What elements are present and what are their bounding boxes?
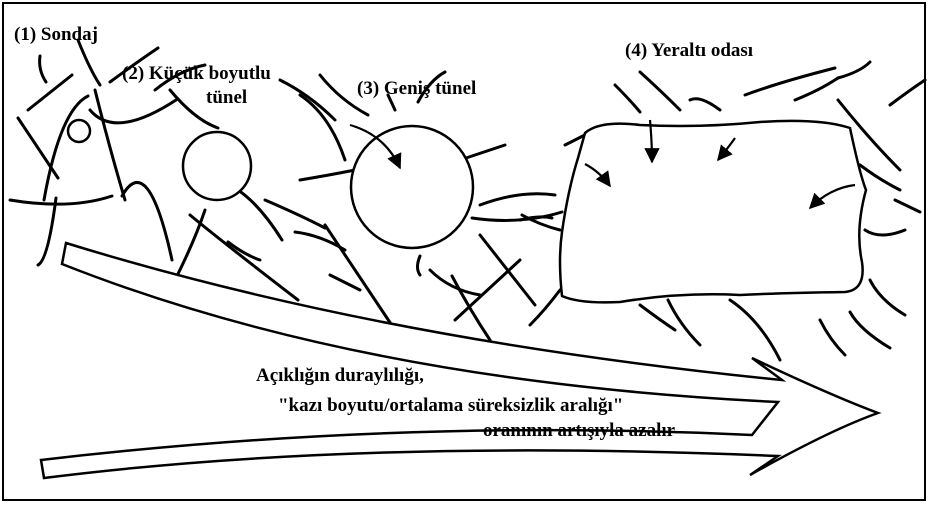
borehole-circle	[68, 120, 90, 142]
small-tunnel-circle	[183, 132, 251, 200]
label-wide-tunnel: (3) Geniş tünel	[357, 78, 476, 99]
label-borehole: (1) Sondaj	[14, 24, 98, 45]
underground-chamber	[560, 121, 866, 303]
label-small-tunnel-2: tünel	[206, 87, 247, 108]
label-chamber: (4) Yeraltı odası	[625, 40, 753, 61]
wide-tunnel-circle	[351, 126, 473, 248]
caption-line-3: oranının artışıyla azalır	[483, 420, 676, 441]
label-small-tunnel-1: (2) Küçük boyutlu	[122, 63, 271, 84]
caption-line-2: "kazı boyutu/ortalama süreksizlik aralığ…	[278, 395, 623, 416]
caption-line-1: Açıklığın duraylılığı,	[256, 365, 424, 386]
